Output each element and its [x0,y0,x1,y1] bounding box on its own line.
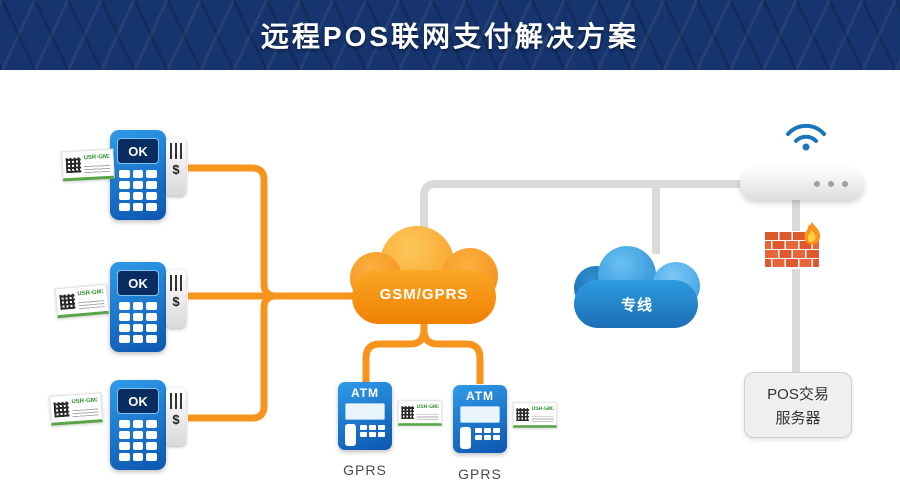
atm-panel [460,427,500,449]
qr-code-icon [401,405,415,419]
qr-code-icon [53,401,70,418]
atm-keypad [475,428,500,440]
router-led [828,181,834,187]
gsm-module-chip: USR-GM3 [49,392,103,426]
qr-code-icon [516,407,530,421]
gsm-module-chip: USR-GM3 [397,400,443,426]
qr-code-icon [65,156,82,173]
cloud-base [574,280,698,328]
router-led [842,181,848,187]
atm-keypad [360,425,385,437]
card-stripes-icon [170,143,182,159]
module-text: USR-GM3 [531,406,554,422]
gsm-module-chip: USR-GM3 [61,148,115,182]
atm-screen [460,406,500,423]
dollar-symbol: $ [172,294,180,309]
module-text: USR-GM3 [71,397,99,418]
module-fineprint [83,162,111,174]
pos-body: OK [110,380,166,470]
gprs-caption: GPRS [458,466,502,482]
page-title: 远程POS联网支付解决方案 [260,21,640,52]
firewall-icon [764,222,821,269]
router-led [814,181,820,187]
card-reader: $ [166,138,186,196]
pos-keypad [119,420,157,461]
module-fineprint [531,414,554,422]
atm-terminal: ATM [453,385,507,453]
pos-terminal: OK $ USR-GM3 [49,380,188,478]
module-label: USR-GM3 [71,397,99,406]
server-box: POS交易 服务器 [744,372,852,438]
module-label: USR-GM3 [83,153,111,162]
server-label-line2: 服务器 [775,409,821,427]
card-stripes-icon [170,393,182,409]
pos-terminal: OK $ USR-GM3 [61,130,188,228]
pos-screen: OK [117,388,159,414]
module-fineprint [71,406,99,418]
dollar-symbol: $ [172,412,180,427]
pos-screen: OK [117,138,159,164]
module-label: USR-GM3 [531,406,554,412]
gsm-gprs-cloud: GSM/GPRS [350,226,498,328]
dollar-symbol: $ [172,162,180,177]
router [740,168,864,200]
card-reader: $ [166,270,186,328]
dedicated-line-cloud: 专线 [574,246,700,330]
gray-wires [420,180,800,376]
module-text: USR-GM3 [77,289,105,310]
pos-body: OK [110,262,166,352]
module-text: USR-GM3 [416,404,439,420]
module-label: USR-GM3 [77,289,105,298]
atm-terminal: ATM [338,382,392,450]
pos-keypad [119,302,157,343]
pos-body: OK [110,130,166,220]
gsm-module-chip: USR-GM3 [512,402,558,428]
module-fineprint [416,412,439,420]
module-label: USR-GM3 [416,404,439,410]
gsm-module-chip: USR-GM3 [54,283,110,319]
atm-panel [345,424,385,446]
server-label-line1: POS交易 [767,385,829,403]
pos-screen: OK [117,270,159,296]
phone-handset-icon [460,427,471,449]
pos-terminal: OK $ USR-GM3 [54,262,188,360]
gprs-caption: GPRS [343,462,387,478]
gsm-cloud-label: GSM/GPRS [379,286,469,303]
dedicated-cloud-label: 专线 [620,297,653,314]
cloud-base [352,270,496,324]
qr-code-icon [59,293,76,310]
card-stripes-icon [170,275,182,291]
wifi-icon [786,123,826,151]
module-fineprint [77,298,105,310]
atm-label: ATM [465,389,495,403]
atm-label: ATM [350,386,380,400]
module-text: USR-GM3 [83,153,111,174]
atm-screen [345,403,385,420]
pos-keypad [119,170,157,211]
card-reader: $ [166,388,186,446]
phone-handset-icon [345,424,356,446]
header-banner: 远程POS联网支付解决方案 [0,0,900,70]
